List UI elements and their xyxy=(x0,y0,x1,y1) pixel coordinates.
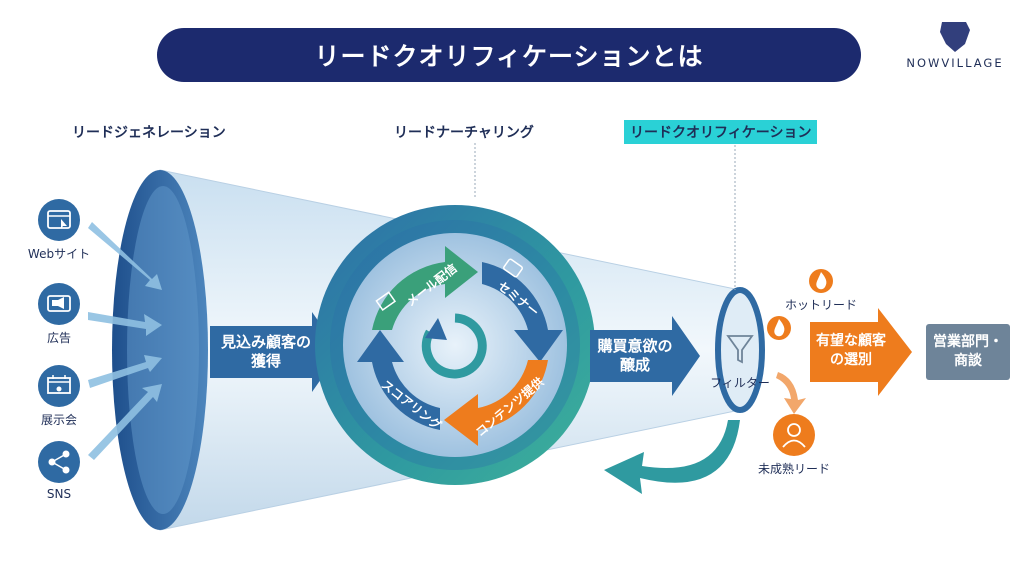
stage-generation-label: リードジェネレーション xyxy=(72,125,226,141)
page-title: リードクオリフィケーションとは xyxy=(314,42,704,71)
booth-icon xyxy=(38,365,80,407)
funnel-outlet xyxy=(715,287,765,413)
browser-icon xyxy=(38,199,80,241)
sales-box xyxy=(926,324,1010,380)
logo-icon xyxy=(940,22,970,52)
person-icon xyxy=(773,414,815,456)
email-arrow xyxy=(372,246,478,330)
source-label-web: Webサイト xyxy=(27,247,91,261)
source-label-expo: 展示会 xyxy=(40,413,77,427)
acquire-text: 見込み顧客の獲得 xyxy=(220,333,311,370)
source-label-ad: 広告 xyxy=(46,331,71,345)
brand-logo: NOWVILLAGE xyxy=(900,18,1010,78)
immature-arrow xyxy=(776,372,806,414)
source-label-sns: SNS xyxy=(46,487,72,501)
filter-label: フィルター xyxy=(710,376,770,390)
stage-qualification-label: リードクオリフィケーション xyxy=(624,120,818,144)
cycle-icon xyxy=(421,313,487,379)
sales-text: 営業部門・商談 xyxy=(933,334,1003,369)
select-text: 有望な顧客の選別 xyxy=(816,333,886,368)
logo-text: NOWVILLAGE xyxy=(906,56,1004,70)
select-arrow xyxy=(810,308,912,396)
foster-text: 購買意欲の醸成 xyxy=(597,337,673,374)
return-arrow xyxy=(604,420,740,494)
acquire-arrow xyxy=(210,312,340,392)
scoring-arrow xyxy=(357,330,440,430)
share-icon xyxy=(38,441,80,483)
funnel-filter-icon xyxy=(726,335,754,364)
content-arrow xyxy=(444,360,548,446)
foster-arrow xyxy=(590,316,700,396)
title-banner: リードクオリフィケーションとは xyxy=(157,28,861,82)
immature-lead-label: 未成熟リード xyxy=(757,462,830,476)
source-arrows xyxy=(88,222,162,460)
hot-lead-label: ホットリード xyxy=(784,298,857,312)
stage-nurturing-label: リードナーチャリング xyxy=(394,125,534,141)
seminar-arrow xyxy=(482,262,563,362)
